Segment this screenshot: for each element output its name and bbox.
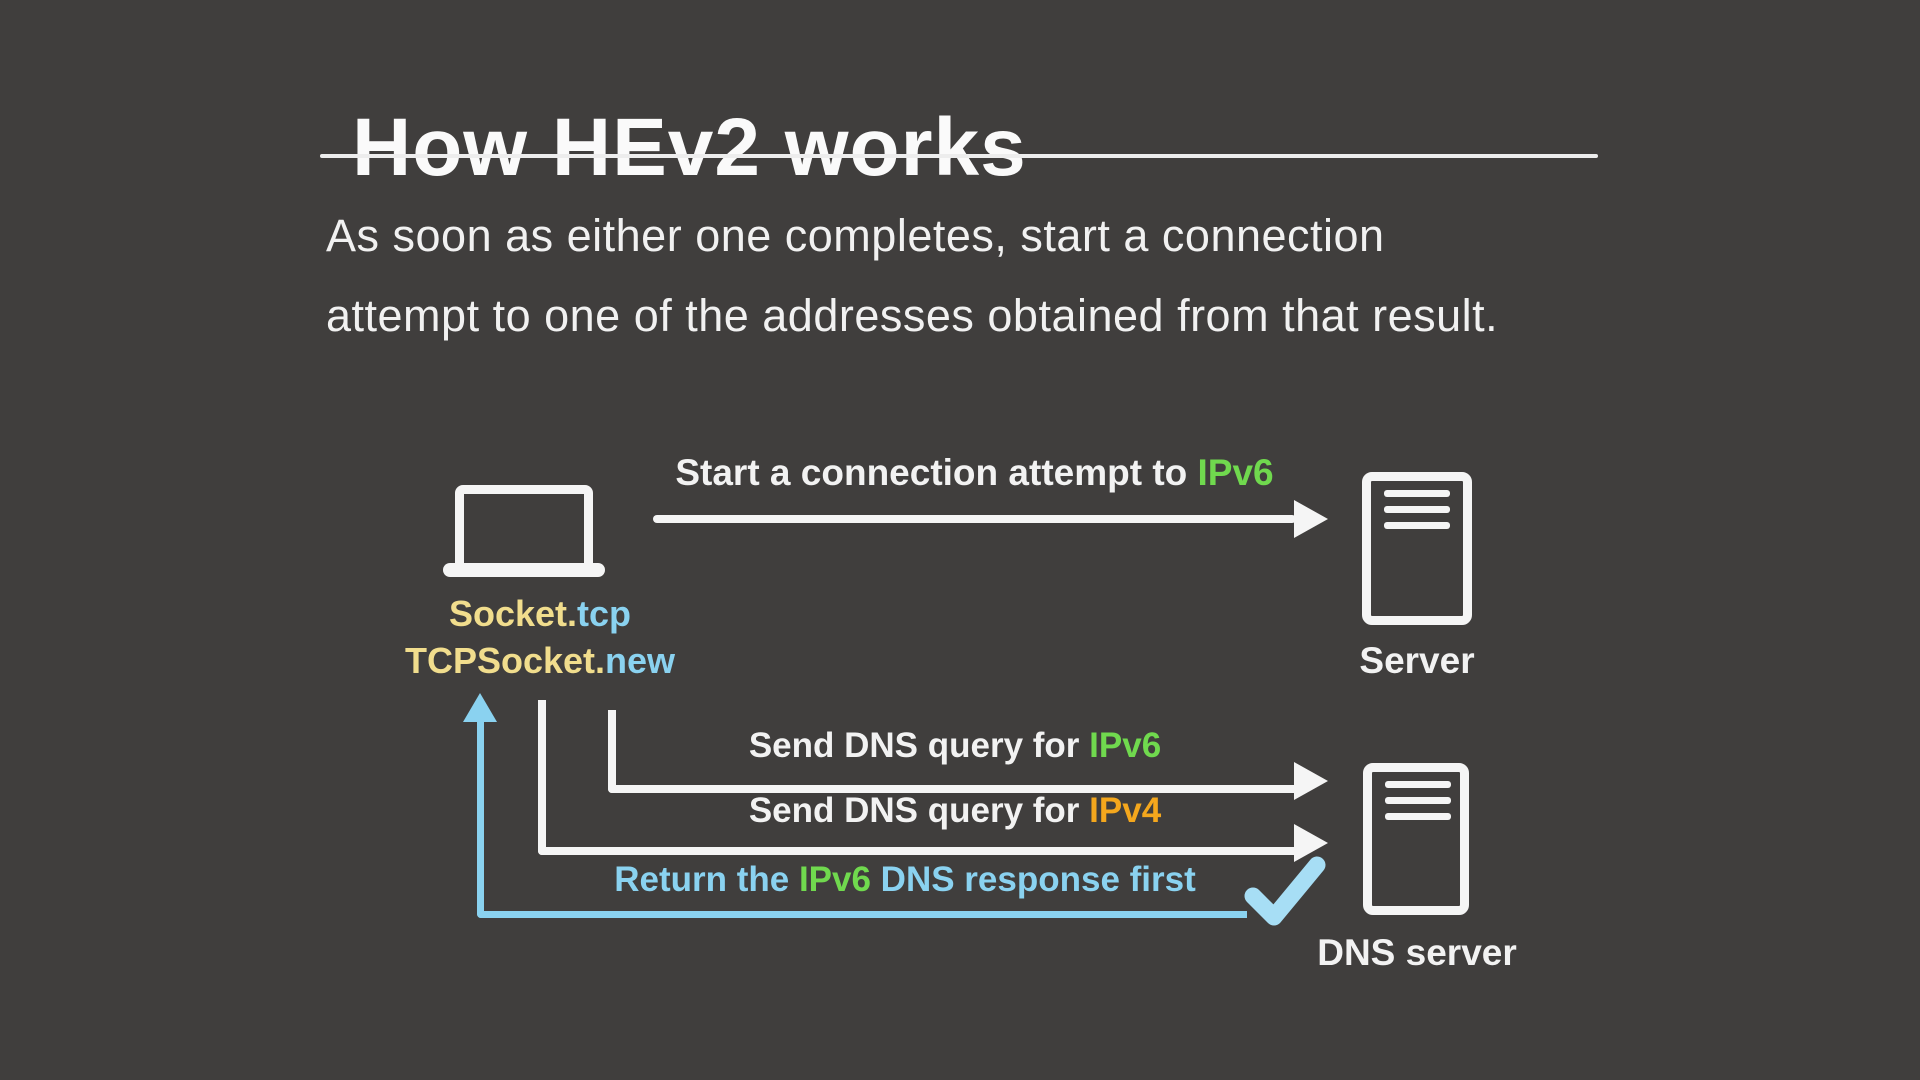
dns-response-return-arrow-head xyxy=(463,693,497,722)
intro-text: As soon as either one completes, start a… xyxy=(326,196,1498,356)
dns-query-ipv4-arrow-line xyxy=(538,700,1304,855)
server-vent-bar xyxy=(1385,797,1451,804)
dns-response-return-arrow-line xyxy=(477,720,1247,918)
connection-arrow-head xyxy=(1294,500,1328,538)
code-method-part: tcp xyxy=(577,593,632,634)
server-label: Server xyxy=(1359,640,1475,681)
label-highlight-ipv6: IPv6 xyxy=(798,860,871,899)
label-text: Send DNS query for xyxy=(748,726,1090,765)
code-method-part: new xyxy=(605,640,676,681)
dns-query-ipv6-arrow-head xyxy=(1294,762,1328,800)
dns-response-label: Return the IPv6 DNS response first xyxy=(570,860,1240,900)
client-code-label-tcpsocket-new: TCPSocket.new xyxy=(400,640,680,682)
laptop-icon xyxy=(455,485,593,573)
label-highlight-ipv6: IPv6 xyxy=(1197,452,1274,493)
dns-server-tower-icon xyxy=(1363,763,1469,915)
intro-line-2: attempt to one of the addresses obtained… xyxy=(326,290,1499,341)
connection-arrow-label: Start a connection attempt to IPv6 xyxy=(653,452,1296,494)
label-text: Start a connection attempt to xyxy=(675,452,1198,493)
label-text-before: Return the xyxy=(614,860,799,899)
dns-query-ipv6-arrow-line xyxy=(608,710,1304,793)
server-vent-bar xyxy=(1384,522,1450,529)
connection-arrow-line xyxy=(653,515,1296,523)
label-text-after: DNS response first xyxy=(870,860,1196,899)
label-highlight-ipv6: IPv6 xyxy=(1089,726,1162,765)
server-vent-bar xyxy=(1384,506,1450,513)
dns-query-ipv4-arrow-head xyxy=(1294,824,1328,862)
code-class-part: Socket. xyxy=(448,593,578,634)
intro-line-1: As soon as either one completes, start a… xyxy=(326,210,1385,261)
laptop-icon-base xyxy=(443,563,605,577)
page-title: How HEv2 works xyxy=(352,101,1027,193)
server-tower-icon xyxy=(1362,472,1472,625)
dns-query-ipv4-label: Send DNS query for IPv4 xyxy=(620,791,1290,831)
checkmark-icon xyxy=(1244,856,1326,926)
title-underline xyxy=(320,154,1598,158)
dns-query-ipv6-label: Send DNS query for IPv6 xyxy=(620,726,1290,766)
server-vent-bar xyxy=(1385,781,1451,788)
label-highlight-ipv4: IPv4 xyxy=(1089,791,1162,830)
code-class-part: TCPSocket. xyxy=(404,640,606,681)
server-vent-bar xyxy=(1385,813,1451,820)
client-code-label-socket-tcp: Socket.tcp xyxy=(400,593,680,635)
label-text: Send DNS query for xyxy=(748,791,1090,830)
server-vent-bar xyxy=(1384,490,1450,497)
dns-server-label: DNS server xyxy=(1317,932,1517,973)
